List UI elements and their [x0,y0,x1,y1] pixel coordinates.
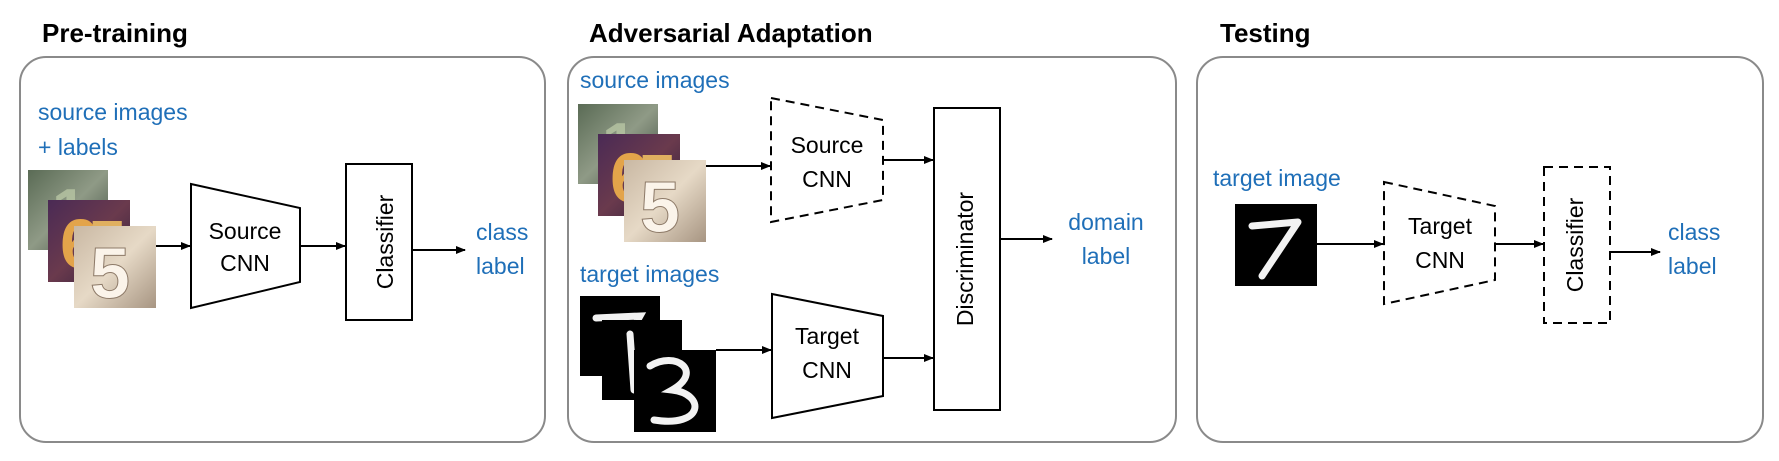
target-images-label: target images [580,261,719,287]
adaptation-source-cnn-label-line1: Source [791,132,864,158]
domain-label-line2: label [1082,243,1131,269]
adaptation-target-cnn-label-line2: CNN [802,357,852,383]
panel-title-adaptation: Adversarial Adaptation [589,18,873,48]
svg-text:5: 5 [90,234,130,314]
testing-target-cnn-label-line2: CNN [1415,247,1465,273]
panel-pretraining: Pre-training source images + labels 1 6 … [19,18,546,443]
source-images-label: source images [580,67,730,93]
panel-frame-adaptation [567,56,1177,443]
classifier-block [345,163,413,321]
testing-class-label-line2: label [1668,253,1717,279]
testing-classifier-block [1543,166,1611,324]
target-image-label: target image [1213,165,1341,191]
testing-class-label-line1: class [1668,219,1720,245]
adaptation-source-cnn-encoder [770,96,884,224]
adaptation-source-cnn-label-line2: CNN [802,166,852,192]
adaptation-source-images-thumbnail-icon: 1 6 7 5 [578,104,706,249]
testing-classifier-label: Classifier [1562,197,1588,292]
svg-text:5: 5 [640,168,680,248]
target-image-thumbnail-icon [1235,204,1317,286]
source-images-labels-line2: + labels [38,134,118,160]
source-cnn-label-line2: CNN [220,250,270,276]
panel-title-pretraining: Pre-training [42,18,188,48]
source-images-labels-line1: source images [38,99,188,125]
panel-testing: Testing target image Target CNN Classifi… [1196,18,1764,443]
panel-title-testing: Testing [1220,18,1311,48]
class-label-line1: class [476,219,528,245]
testing-target-cnn-label-line1: Target [1408,213,1473,239]
class-label-line2: label [476,253,525,279]
domain-label-line1: domain [1068,209,1143,235]
source-cnn-encoder [190,182,301,310]
source-images-thumbnail-icon: 1 6 7 5 [28,170,156,315]
panel-adaptation: Adversarial Adaptation source images 1 6… [567,18,1177,443]
adaptation-target-cnn-label-line1: Target [795,323,860,349]
adaptation-target-cnn-encoder [771,292,884,420]
source-cnn-label-line1: Source [209,218,282,244]
target-images-thumbnail-icon [580,296,716,432]
classifier-label: Classifier [372,194,398,289]
discriminator-block [933,107,1001,411]
testing-target-cnn-encoder [1383,180,1496,306]
discriminator-label: Discriminator [952,192,978,327]
